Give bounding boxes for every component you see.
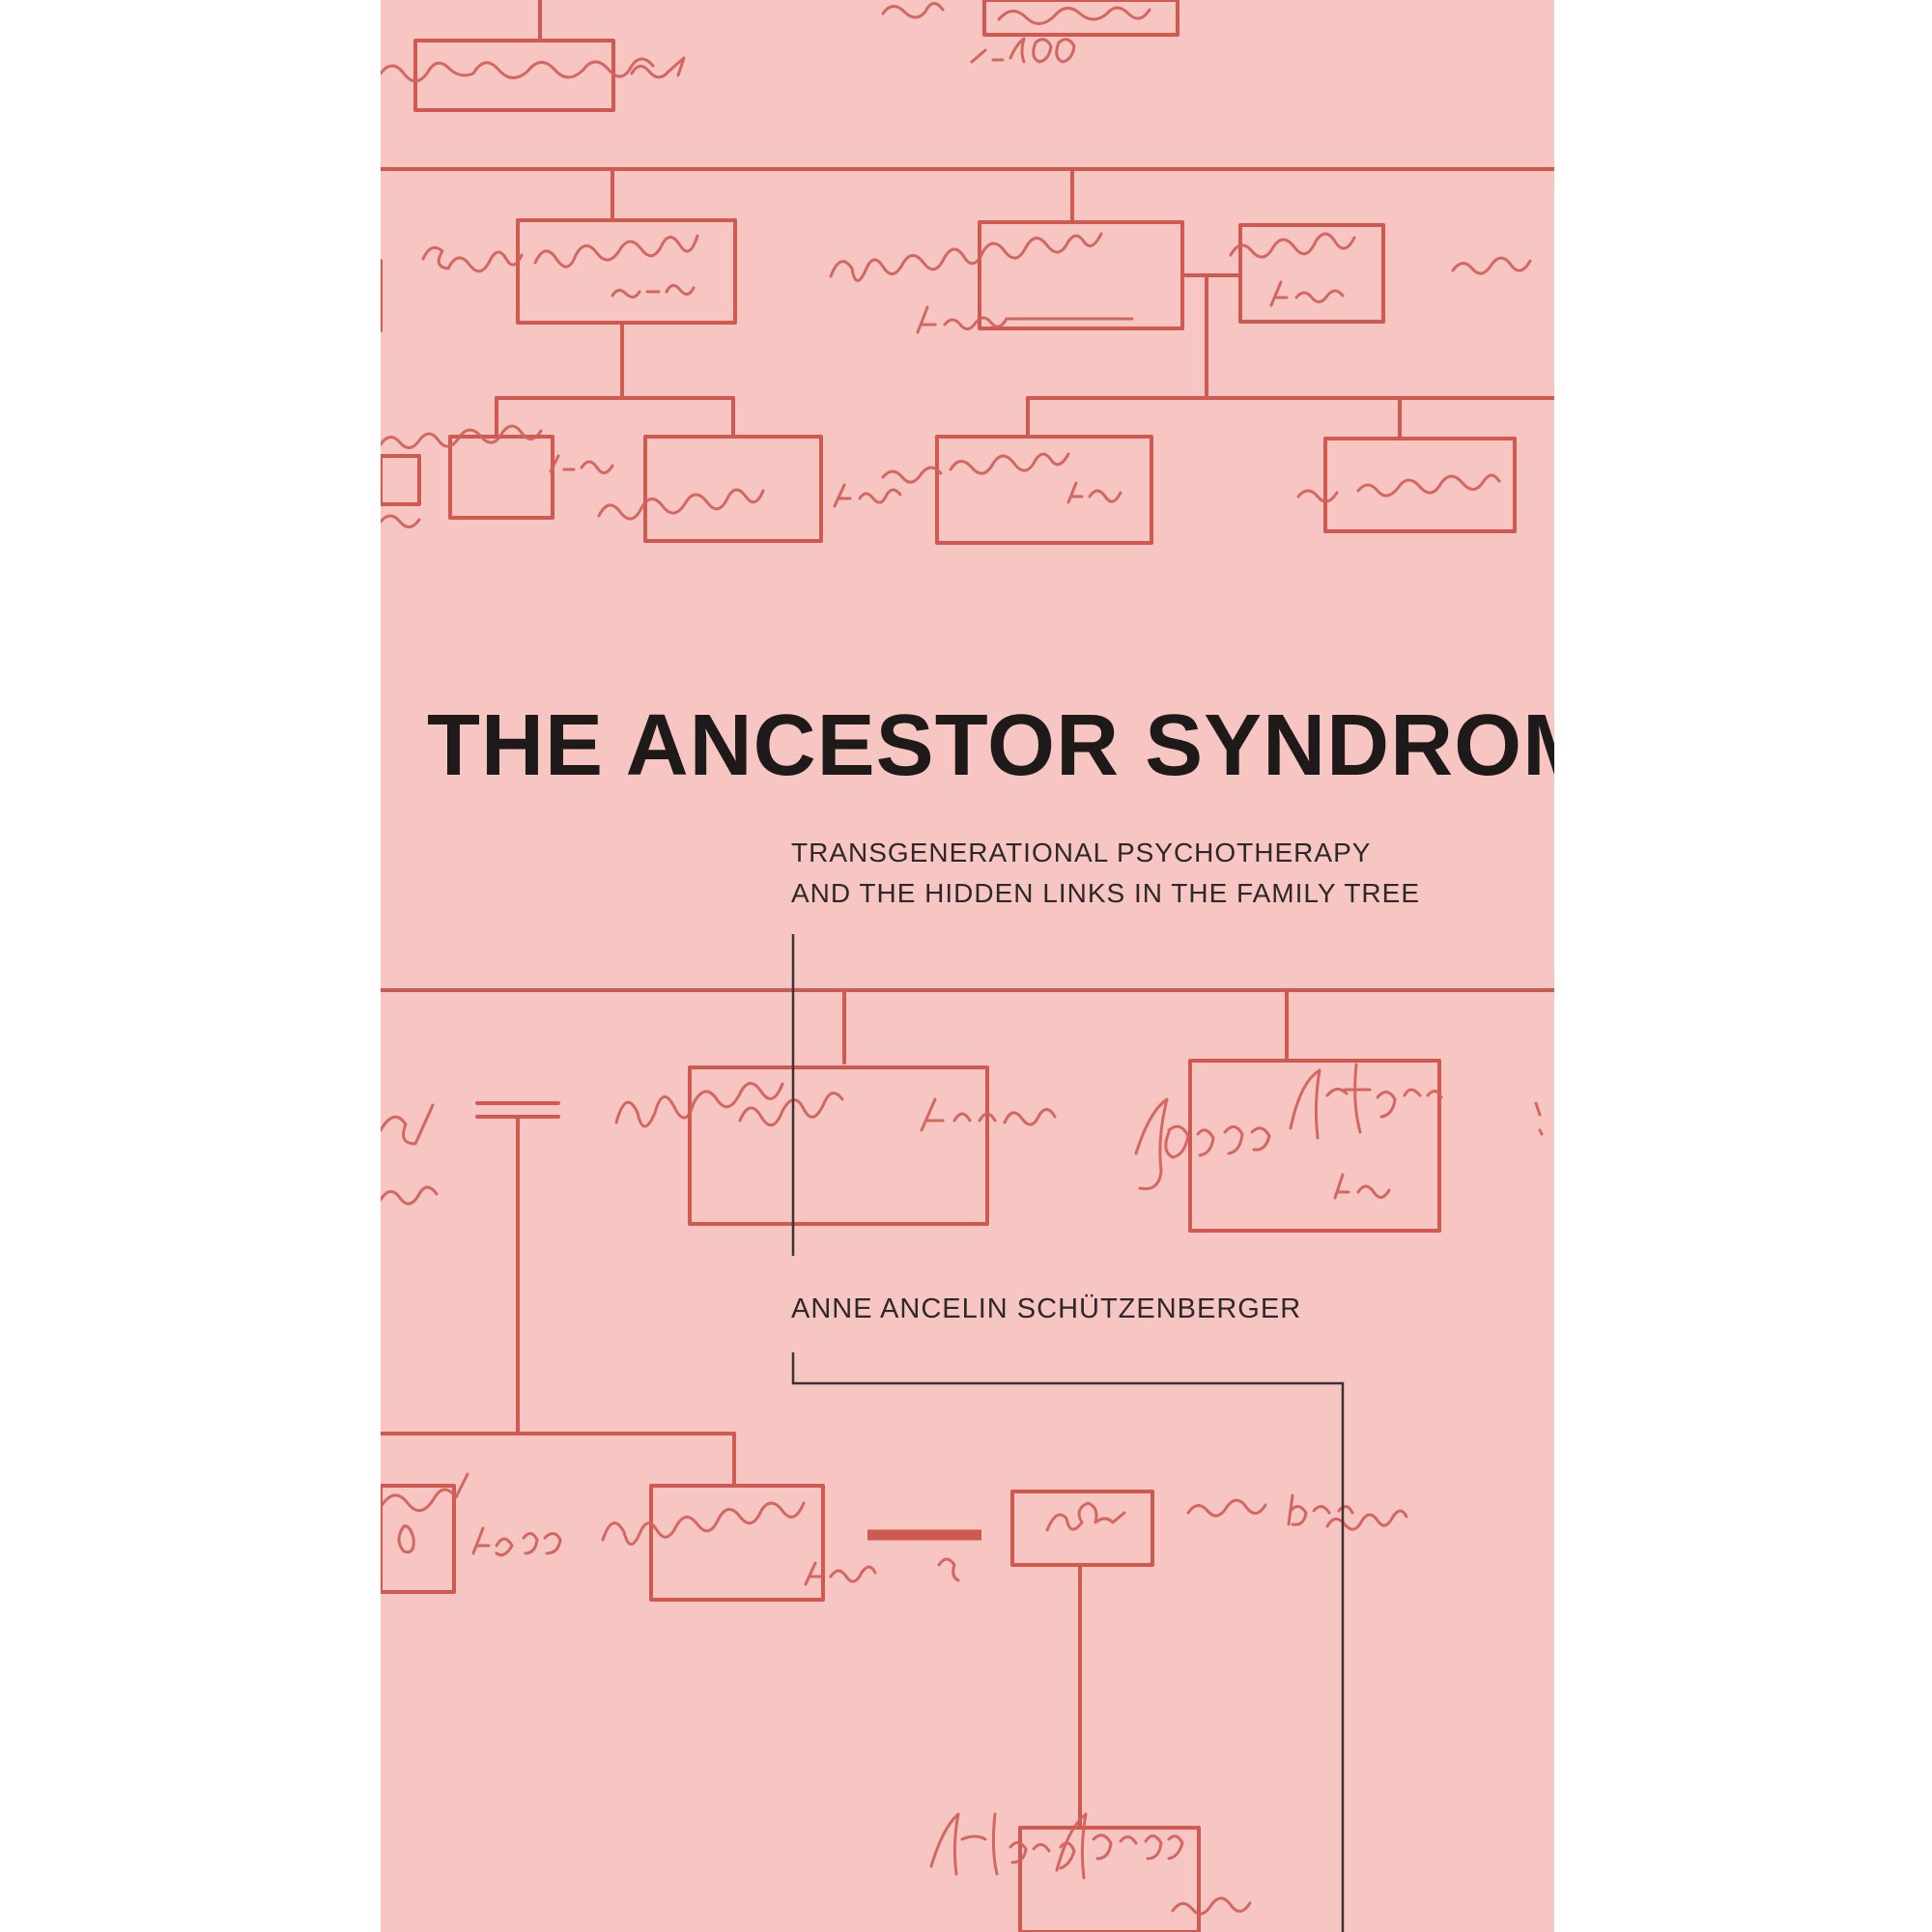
book-subtitle: TRANSGENERATIONAL PSYCHOTHERAPY AND THE … — [791, 833, 1525, 914]
subtitle-line-2: AND THE HIDDEN LINKS IN THE FAMILY TREE — [791, 878, 1420, 908]
subtitle-line-1: TRANSGENERATIONAL PSYCHOTHERAPY — [791, 838, 1372, 867]
book-author: ANNE ANCELIN SCHÜTZENBERGER — [791, 1293, 1302, 1324]
family-tree-illustration — [381, 0, 1554, 1932]
book-cover: THE ANCESTOR SYNDROME TRANSGENERATIONAL … — [381, 0, 1554, 1932]
book-title: THE ANCESTOR SYNDROME — [427, 697, 1554, 794]
